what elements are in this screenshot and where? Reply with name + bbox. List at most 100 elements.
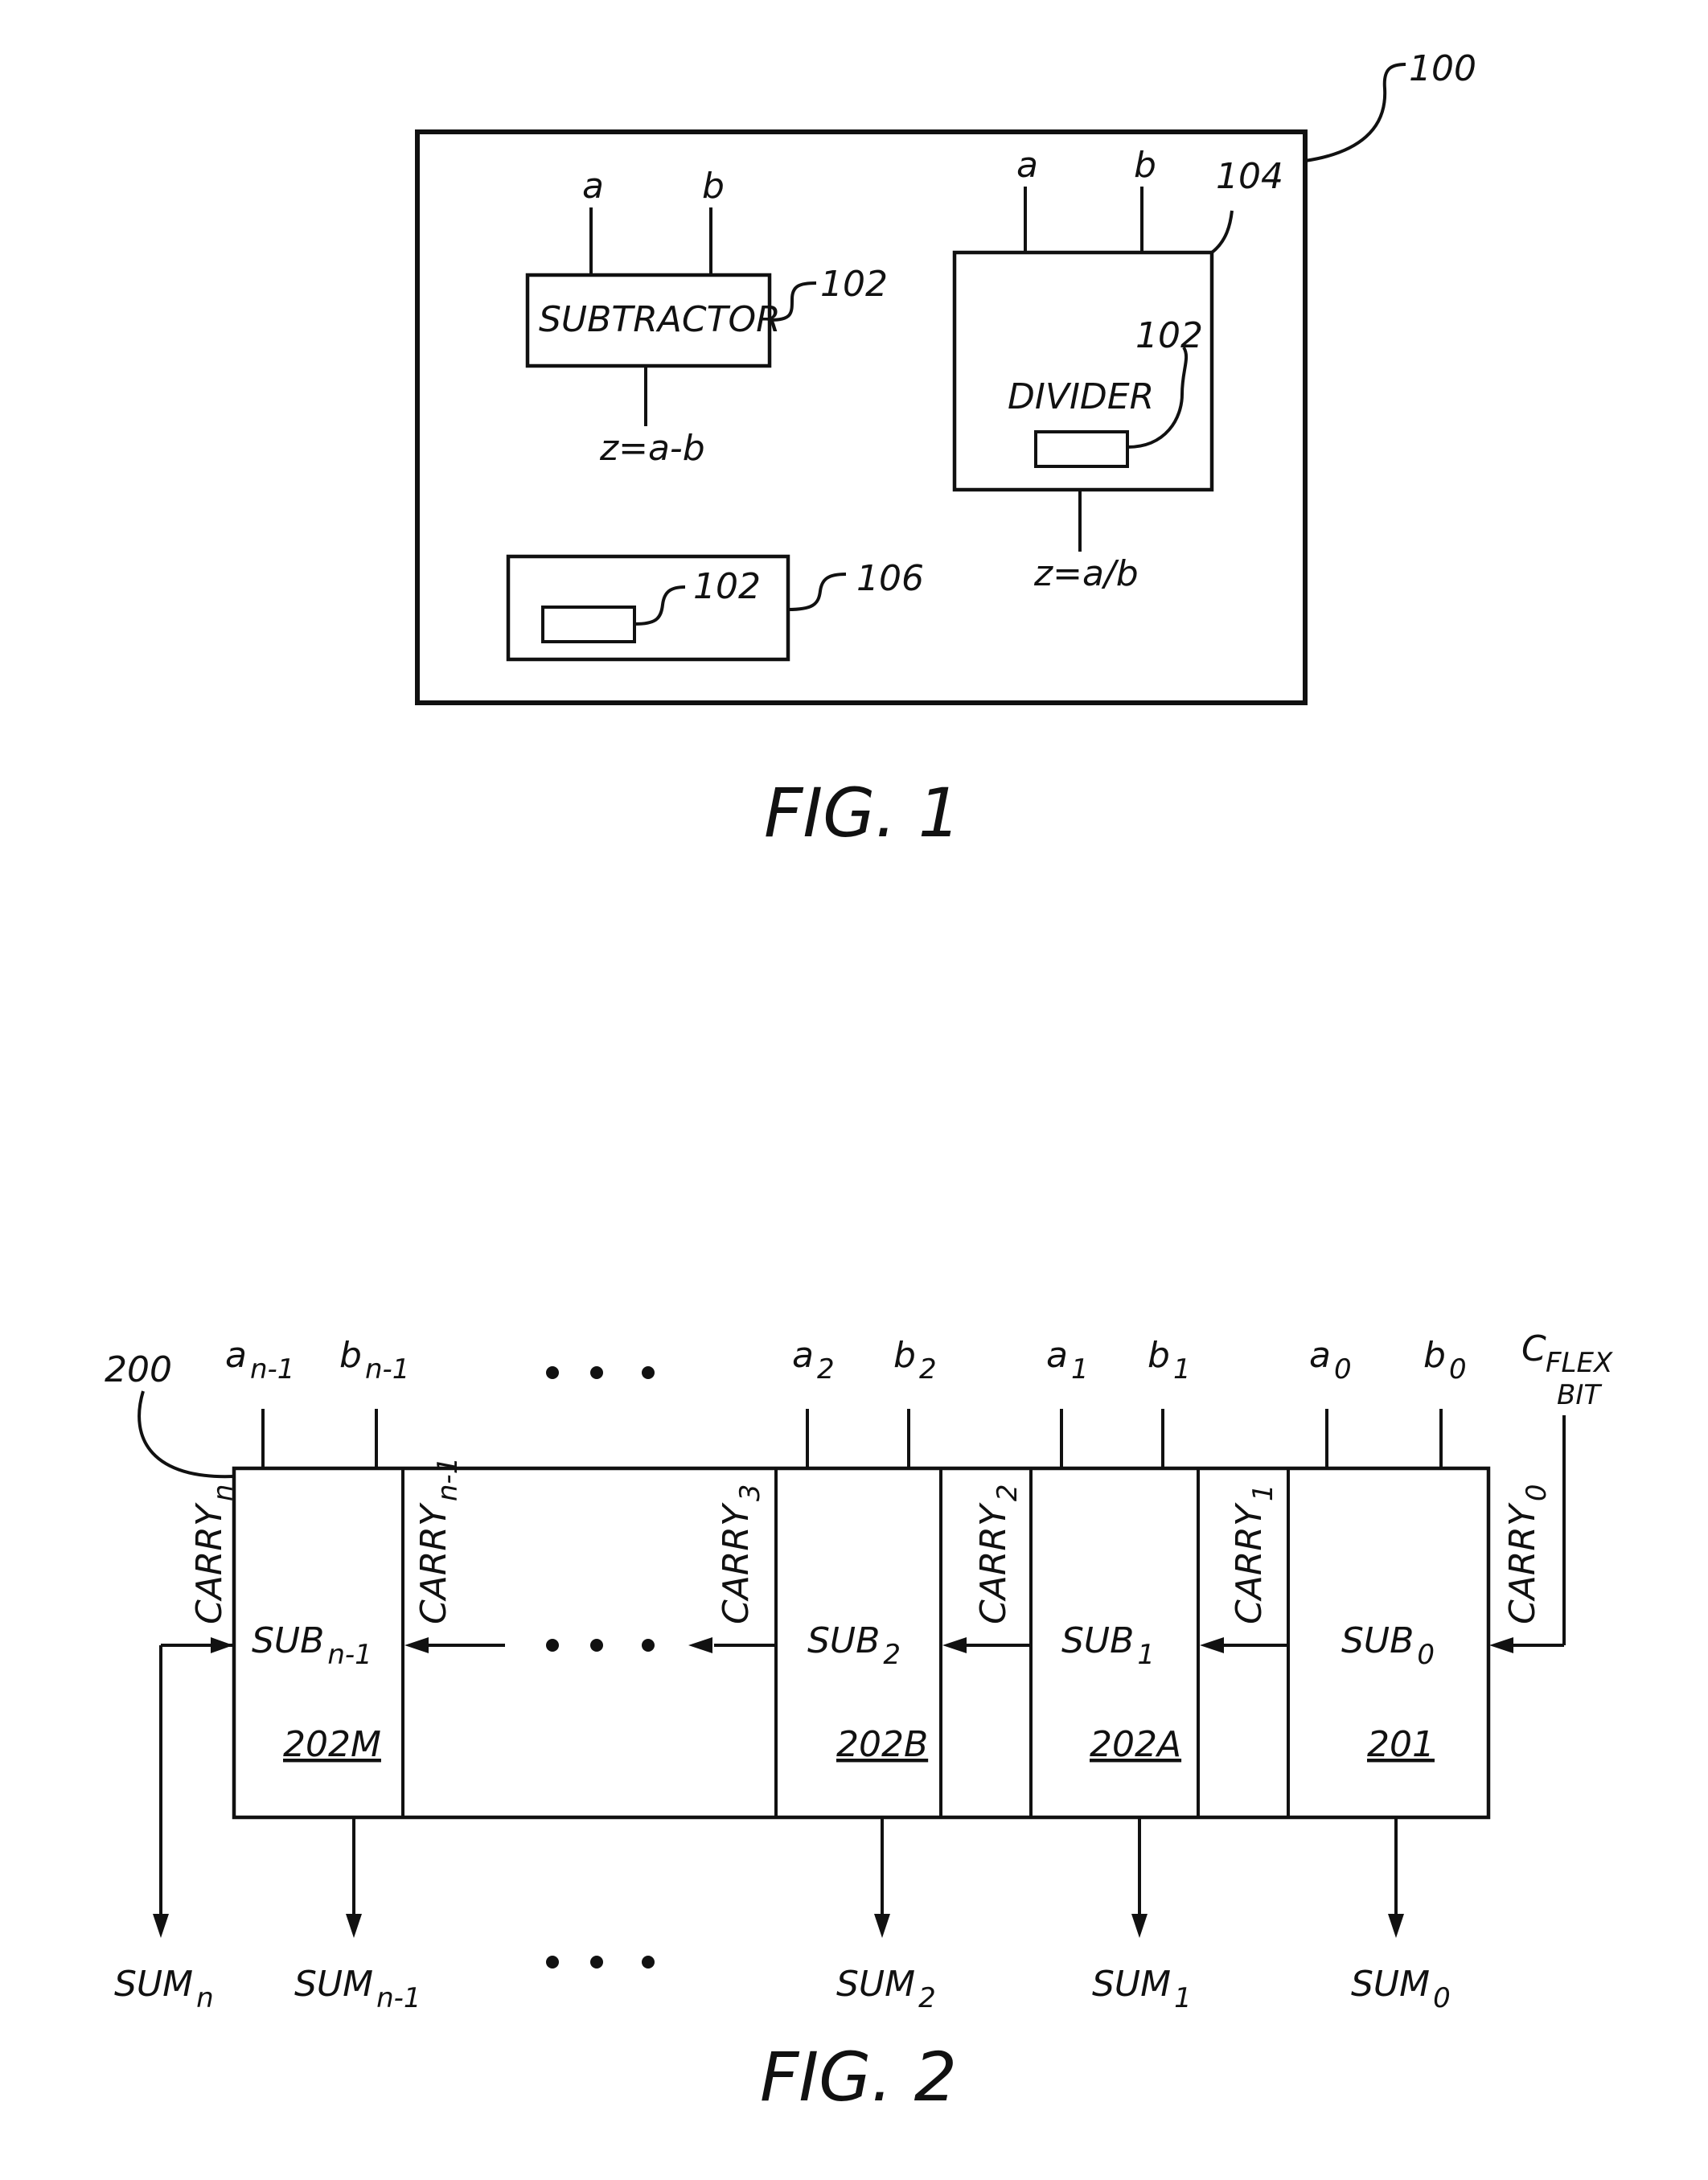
block-106-inner-102 <box>543 607 634 642</box>
carry-label-0: CARRY0 <box>1502 1484 1553 1624</box>
divider-box <box>955 252 1212 490</box>
sum-label-n: SUMn <box>114 1964 214 2014</box>
divider-inner-102 <box>1036 432 1127 466</box>
input-label-b-1: b1 <box>1148 1335 1191 1386</box>
sum-label-0: SUM0 <box>1351 1964 1451 2014</box>
input-label-b-n-1: bn-1 <box>339 1335 409 1386</box>
carry-label-1: CARRY1 <box>1229 1484 1279 1624</box>
svg-text:CARRYn-1: CARRYn-1 <box>413 1457 464 1624</box>
mid-ellipsis-dot-1 <box>546 1639 559 1652</box>
subtractor-ref: 102 <box>820 264 888 305</box>
carry-3-arrow <box>688 1637 712 1653</box>
sum-label-1: SUM1 <box>1092 1964 1192 2014</box>
svg-text:a0: a0 <box>1309 1335 1352 1386</box>
top-ellipsis-dot-3 <box>642 1366 655 1379</box>
svg-text:SUM0: SUM0 <box>1351 1964 1451 2014</box>
bottom-ellipsis-dot-1 <box>546 1956 559 1969</box>
svg-text:CARRY1: CARRY1 <box>1229 1484 1279 1624</box>
block-100-frame <box>417 132 1305 703</box>
divider-input-b: b <box>1134 145 1156 186</box>
carry-label-3: CARRY3 <box>716 1484 766 1624</box>
svg-text:SUMn: SUMn <box>114 1964 214 2014</box>
carry-label-n: CARRYn <box>189 1484 240 1624</box>
cell-label-sub-n-1: SUBn-1 <box>252 1620 372 1671</box>
sum-label-n-1: SUMn-1 <box>294 1964 421 2014</box>
leader-106 <box>788 574 846 610</box>
svg-text:SUMn-1: SUMn-1 <box>294 1964 421 2014</box>
input-label-a-n-1: an-1 <box>225 1335 294 1386</box>
cell-ref-202m: 202M <box>283 1724 381 1765</box>
svg-text:SUB1: SUB1 <box>1061 1620 1155 1671</box>
svg-text:a1: a1 <box>1046 1335 1089 1386</box>
svg-text:FLEX: FLEX <box>1546 1347 1613 1379</box>
svg-text:CARRY0: CARRY0 <box>1502 1484 1553 1624</box>
bottom-ellipsis-dot-3 <box>642 1956 655 1969</box>
cell-label-sub-1: SUB1 <box>1061 1620 1155 1671</box>
divider-input-a: a <box>1016 145 1038 186</box>
svg-text:b0: b0 <box>1423 1335 1467 1386</box>
divider-inner-ref: 102 <box>1135 315 1203 356</box>
svg-text:b2: b2 <box>893 1335 937 1386</box>
svg-text:BIT: BIT <box>1557 1379 1602 1411</box>
carry-1-arrow <box>1200 1637 1224 1653</box>
svg-text:SUM1: SUM1 <box>1092 1964 1192 2014</box>
svg-text:SUB2: SUB2 <box>807 1620 901 1671</box>
divider-ref: 104 <box>1216 156 1283 197</box>
cell-ref-202a: 202A <box>1090 1724 1181 1765</box>
cflex-label: C FLEX BIT <box>1521 1328 1613 1411</box>
input-label-b-0: b0 <box>1423 1335 1467 1386</box>
carry-n-1-arrow <box>404 1637 429 1653</box>
svg-text:an-1: an-1 <box>225 1335 294 1386</box>
subtractor-output: z=a-b <box>599 428 705 469</box>
cell-ref-201: 201 <box>1367 1724 1435 1765</box>
carry-2-arrow <box>942 1637 967 1653</box>
sum-1-arrow <box>1131 1914 1148 1938</box>
subtractor-input-a: a <box>582 166 604 207</box>
svg-text:CARRY3: CARRY3 <box>716 1484 766 1624</box>
svg-text:C: C <box>1521 1328 1546 1369</box>
top-ellipsis-dot-2 <box>590 1366 603 1379</box>
ref-100: 100 <box>1409 48 1476 89</box>
cell-ref-202b: 202B <box>836 1724 928 1765</box>
leader-divider-104 <box>1212 211 1232 252</box>
top-ellipsis-dot-1 <box>546 1366 559 1379</box>
bottom-ellipsis-dot-2 <box>590 1956 603 1969</box>
carry-0-arrow <box>1489 1637 1513 1653</box>
input-label-a-1: a1 <box>1046 1335 1089 1386</box>
block-106-ref: 106 <box>856 558 924 599</box>
cell-label-sub-2: SUB2 <box>807 1620 901 1671</box>
carry-label-2: CARRY2 <box>973 1484 1024 1624</box>
svg-text:SUM2: SUM2 <box>836 1964 936 2014</box>
sum-2-arrow <box>874 1914 890 1938</box>
fig1: 100 a b SUBTRACTOR z=a-b 102 a b 104 DIV… <box>417 48 1476 852</box>
sum-n-1-arrow <box>346 1914 362 1938</box>
carry-label-n-1: CARRYn-1 <box>413 1457 464 1624</box>
ref-200: 200 <box>105 1349 172 1390</box>
carry-n-arrow <box>211 1637 233 1653</box>
leader-100 <box>1305 64 1406 161</box>
svg-text:CARRY2: CARRY2 <box>973 1484 1024 1624</box>
subtractor-label: SUBTRACTOR <box>539 299 781 340</box>
divider-output: z=a/b <box>1033 553 1139 594</box>
subtractor-input-b: b <box>702 166 725 207</box>
cell-label-sub-0: SUB0 <box>1341 1620 1435 1671</box>
divider-label: DIVIDER <box>1008 376 1154 417</box>
svg-text:SUB0: SUB0 <box>1341 1620 1435 1671</box>
fig1-title: FIG. 1 <box>764 774 961 852</box>
sum-label-2: SUM2 <box>836 1964 936 2014</box>
svg-text:a2: a2 <box>792 1335 835 1386</box>
input-label-a-0: a0 <box>1309 1335 1352 1386</box>
mid-ellipsis-dot-3 <box>642 1639 655 1652</box>
input-label-a-2: a2 <box>792 1335 835 1386</box>
mid-ellipsis-dot-2 <box>590 1639 603 1652</box>
fig2: 200 an-1 bn-1 a2 b2 a1 b1 a0 b0 C FLEX B… <box>105 1328 1613 2116</box>
leader-200 <box>139 1391 234 1476</box>
sum-n-arrow <box>153 1914 169 1938</box>
svg-text:SUBn-1: SUBn-1 <box>252 1620 372 1671</box>
input-label-b-2: b2 <box>893 1335 937 1386</box>
block-106-inner-ref: 102 <box>693 566 761 607</box>
fig2-title: FIG. 2 <box>760 2038 957 2116</box>
svg-text:CARRYn: CARRYn <box>189 1484 240 1624</box>
